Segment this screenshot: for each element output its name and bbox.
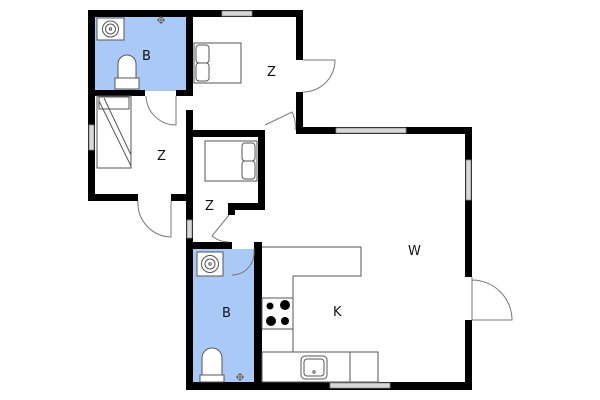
window — [335, 127, 407, 134]
wall — [186, 10, 193, 90]
kitchen-counter — [261, 246, 379, 383]
wall — [186, 130, 193, 250]
room-label-bathroom-north: B — [142, 49, 151, 64]
wall — [186, 382, 472, 390]
doors — [137, 59, 513, 321]
wall — [465, 127, 472, 277]
wall — [95, 90, 145, 96]
door-bedroom-west — [137, 200, 172, 238]
wall — [88, 10, 95, 200]
washing-machine-icon — [196, 251, 224, 277]
kitchen-sink-icon — [300, 355, 328, 380]
door-bathroom-south — [231, 249, 255, 276]
toilet-icon — [199, 347, 225, 383]
room-label-bathroom-south: B — [222, 306, 231, 321]
window — [88, 124, 95, 151]
wall — [88, 194, 138, 201]
window — [186, 219, 193, 239]
room-label-kitchen: K — [333, 305, 342, 320]
wall — [296, 10, 303, 60]
single-bed-icon — [96, 95, 132, 169]
fixtures — [96, 16, 379, 383]
window — [465, 159, 472, 201]
room-label-bedroom-center: Z — [205, 199, 214, 214]
double-bed-icon — [193, 42, 242, 84]
toilet-icon — [114, 54, 140, 90]
wall — [176, 90, 193, 96]
room-label-bedroom-west: Z — [157, 149, 166, 164]
cooktop-icon — [261, 297, 294, 330]
floor-drain-icon — [157, 16, 165, 24]
floor-drain-icon — [236, 373, 244, 381]
wall — [186, 242, 232, 249]
wall — [228, 203, 235, 215]
room-label-living-room: W — [408, 244, 421, 259]
wall — [465, 320, 472, 390]
washing-machine-icon — [96, 17, 125, 41]
window — [221, 10, 253, 17]
windows — [88, 10, 472, 389]
wall — [186, 242, 193, 390]
wall — [186, 110, 193, 132]
wall — [258, 130, 265, 210]
door-bedroom-center — [211, 214, 230, 243]
wall — [296, 92, 303, 132]
wall — [228, 203, 265, 210]
door-exterior-east — [471, 277, 513, 321]
wall — [88, 10, 303, 17]
window — [329, 382, 391, 389]
wall — [171, 194, 192, 201]
wall — [193, 130, 265, 137]
door-bedroom-northeast — [264, 111, 296, 131]
room-label-bedroom-northeast: Z — [267, 65, 276, 80]
door-bedroom-northeast-exterior — [302, 59, 336, 93]
door-bathroom-north — [145, 95, 177, 126]
room-labels: B Z Z Z W B K — [142, 49, 421, 321]
double-bed-icon — [204, 140, 258, 182]
wall — [254, 242, 262, 390]
